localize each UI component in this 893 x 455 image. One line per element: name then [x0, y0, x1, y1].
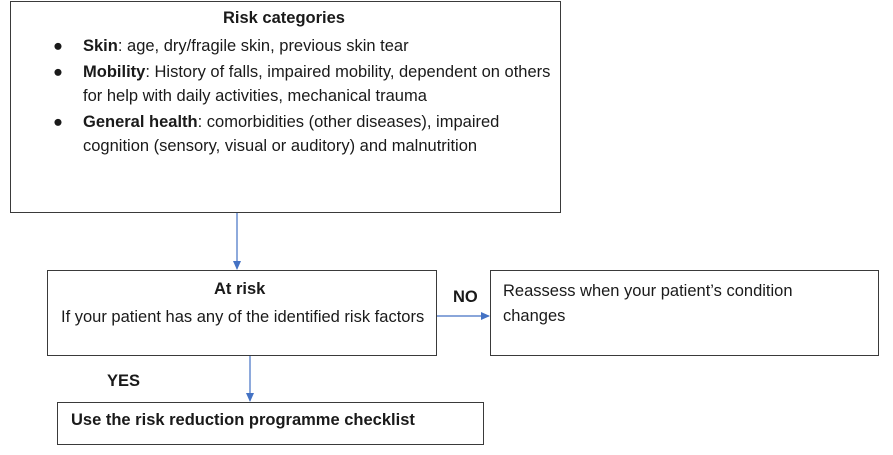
bullet-icon: ●	[53, 112, 63, 131]
reassess-text: Reassess when your patient’s condition c…	[503, 282, 793, 325]
risk-item-detail: : History of falls, impaired mobility, d…	[83, 62, 551, 106]
bullet-icon: ●	[53, 62, 63, 81]
risk-item-skin: ● Skin: age, dry/fragile skin, previous …	[11, 34, 559, 59]
risk-categories-box: Risk categories ● Skin: age, dry/fragile…	[10, 1, 561, 213]
risk-item-detail: : comorbidities (other diseases), impair…	[83, 112, 500, 156]
risk-item-general-health: ● General health: comorbidities (other d…	[11, 110, 559, 159]
bullet-icon: ●	[53, 37, 63, 55]
at-risk-box: At risk If your patient has any of the i…	[47, 270, 437, 356]
at-risk-title: At risk	[214, 280, 266, 298]
risk-item-name: General health	[83, 112, 198, 131]
risk-item-name: Mobility	[83, 62, 146, 81]
risk-item-mobility: ● Mobility: History of falls, impaired m…	[11, 60, 559, 109]
risk-categories-title: Risk categories	[223, 9, 345, 27]
risk-categories-list: ● Skin: age, dry/fragile skin, previous …	[11, 34, 559, 160]
reassess-box: Reassess when your patient’s condition c…	[490, 270, 879, 356]
checklist-box: Use the risk reduction programme checkli…	[57, 402, 484, 445]
no-edge-label: NO	[453, 288, 478, 306]
risk-item-name: Skin	[83, 37, 118, 55]
checklist-text: Use the risk reduction programme checkli…	[71, 411, 415, 429]
yes-edge-label: YES	[107, 372, 141, 390]
at-risk-description: If your patient has any of the identifie…	[61, 308, 425, 326]
risk-item-detail: : age, dry/fragile skin, previous skin t…	[117, 37, 409, 55]
